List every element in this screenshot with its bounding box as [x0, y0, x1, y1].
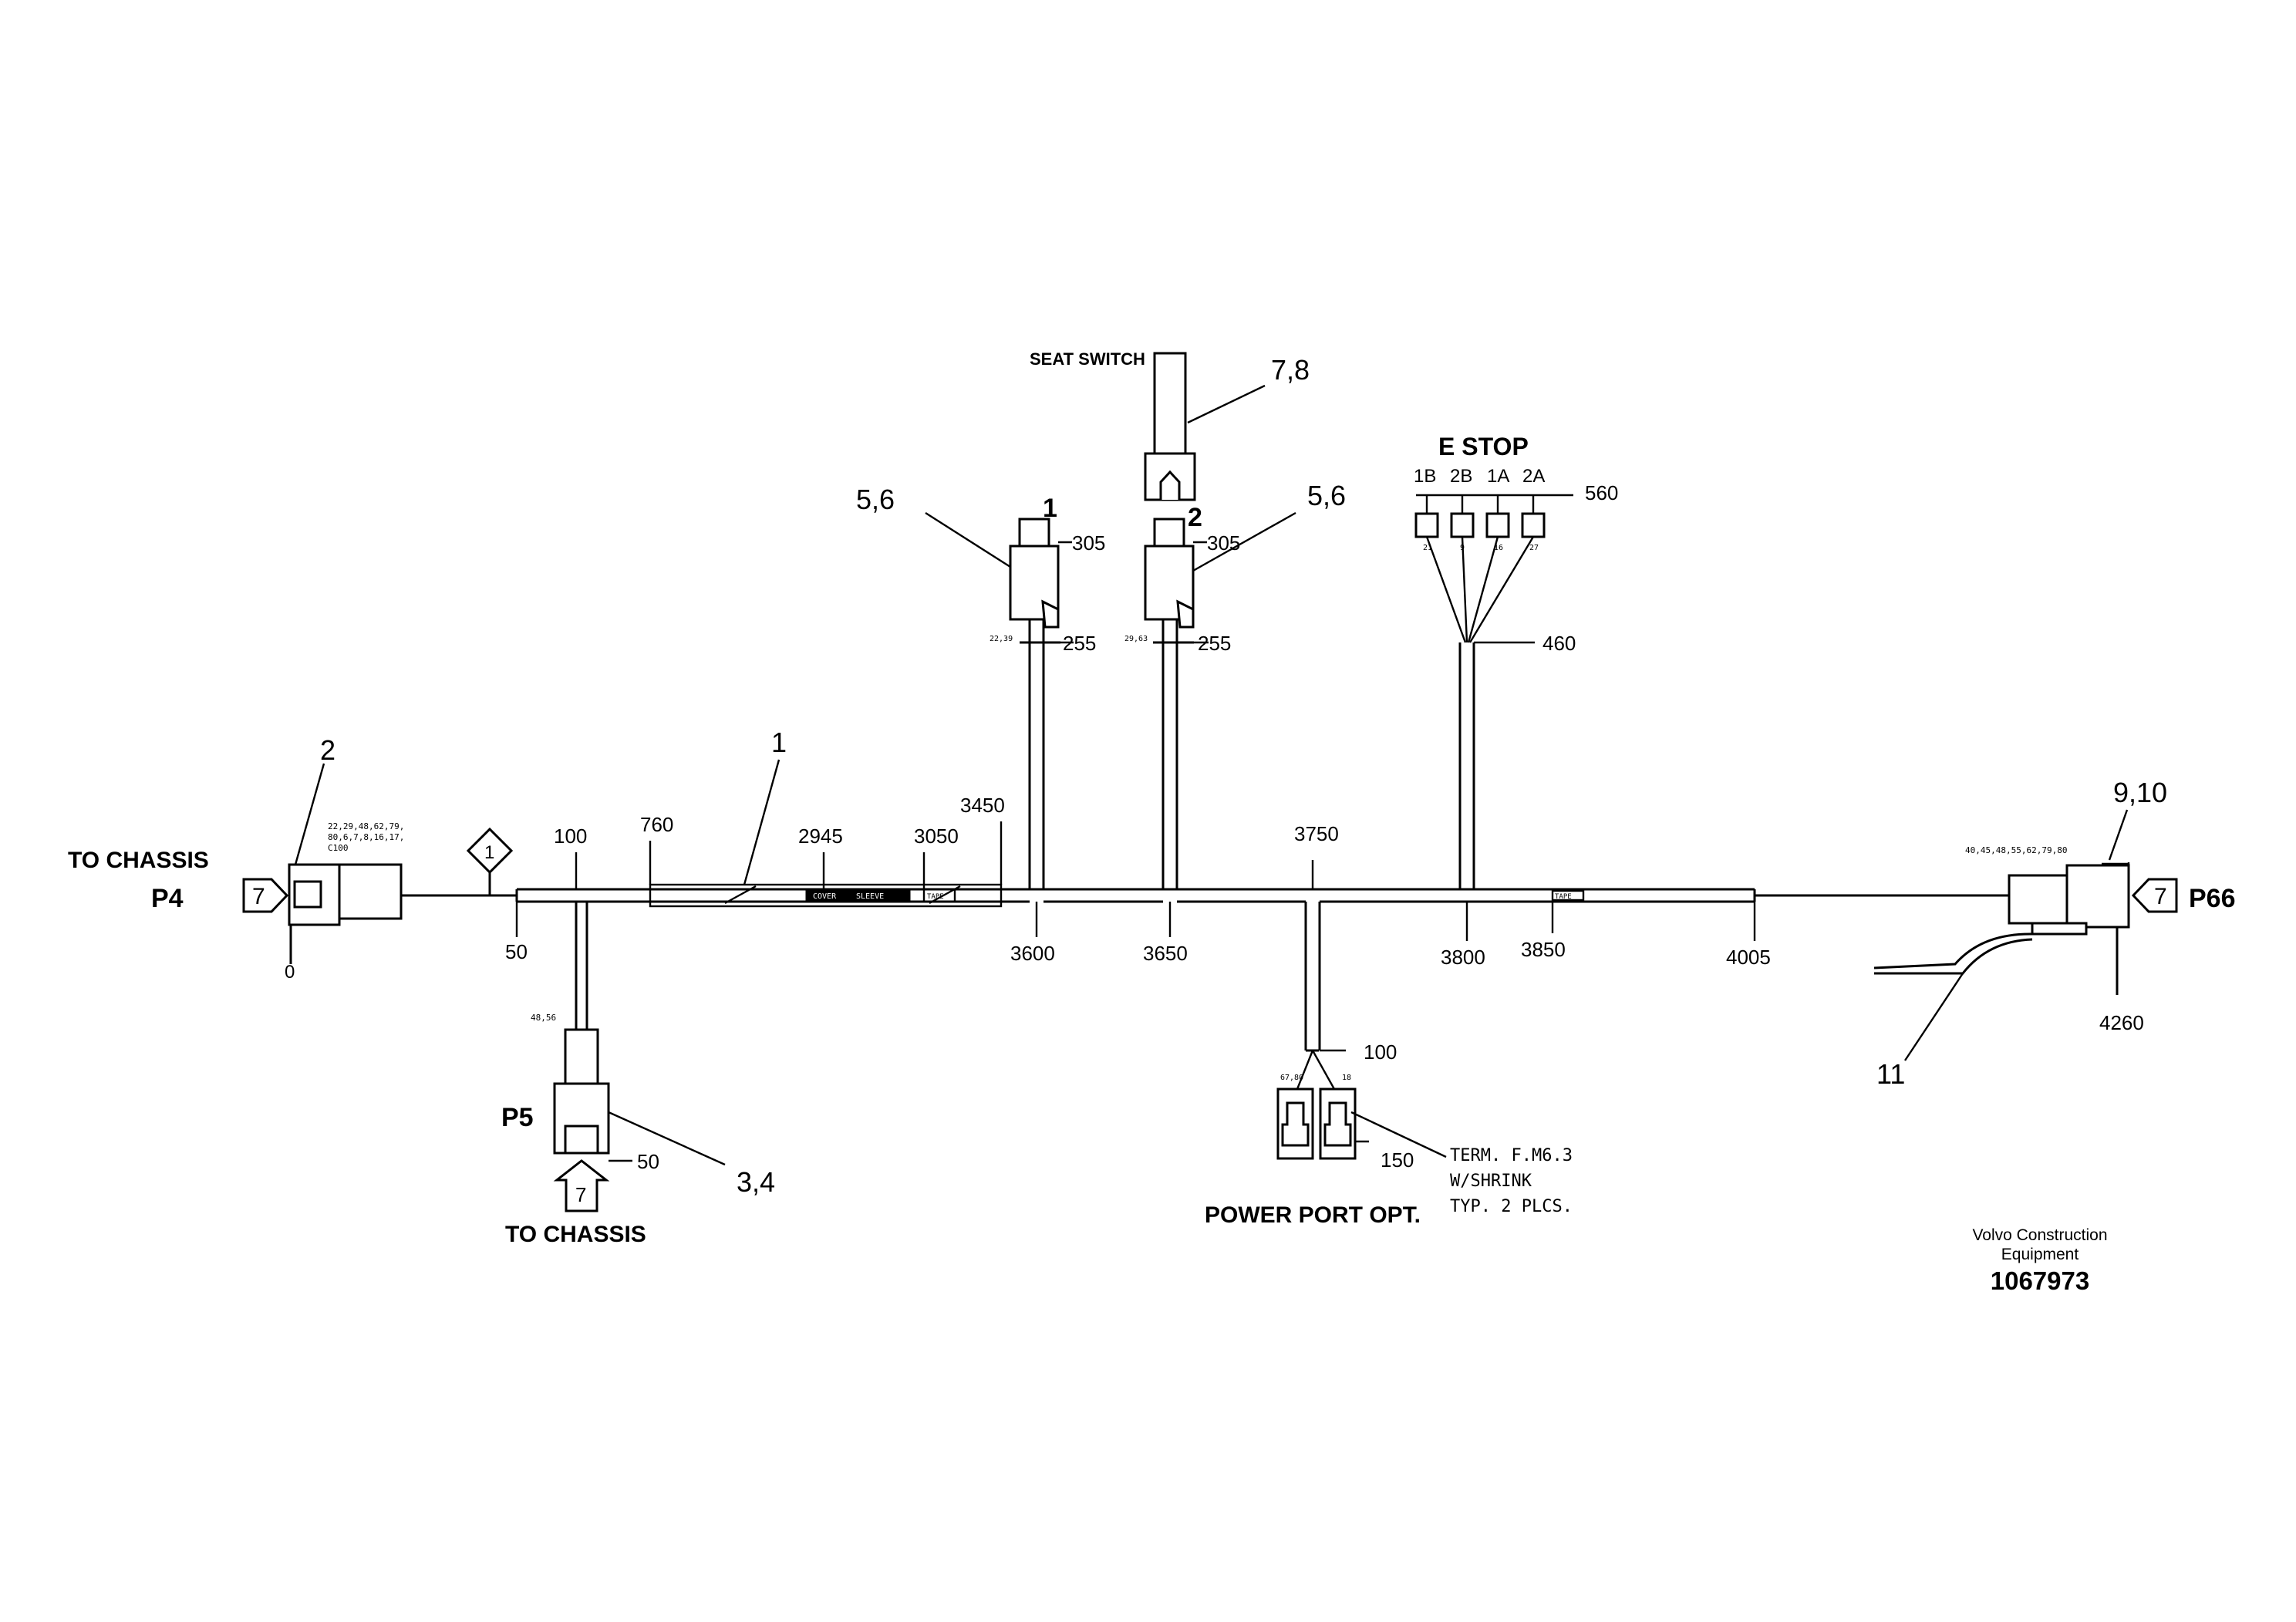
dim-460: 460	[1542, 632, 1576, 655]
switch-1-pin-note: 22,39	[990, 635, 1013, 643]
tag-label-a: COVER	[813, 892, 837, 901]
estop-pin-num-3: 16	[1494, 544, 1503, 552]
dim-255-b: 255	[1198, 632, 1231, 655]
tag-label-b: SLEEVE	[856, 892, 884, 901]
p5-arrow-icon	[553, 1159, 610, 1212]
callout-2: 2	[320, 734, 335, 766]
estop-pin-1a: 1A	[1487, 466, 1509, 487]
dim-4260: 4260	[2099, 1011, 2144, 1034]
switch-2-pin-note: 29,63	[1124, 635, 1148, 643]
dim-3600: 3600	[1010, 942, 1055, 965]
e-stop-label: E STOP	[1438, 433, 1529, 460]
term-note-line1: TERM. F.M6.3	[1450, 1146, 1573, 1165]
estop-pin-num-4: 27	[1529, 544, 1539, 552]
dim-50-p5: 50	[637, 1150, 659, 1173]
dim-3050: 3050	[914, 824, 959, 848]
company-line-2: Equipment	[2001, 1246, 2079, 1263]
dim-150: 150	[1381, 1148, 1414, 1172]
term-note-line2: W/SHRINK	[1450, 1172, 1532, 1191]
to-chassis-p4-label: TO CHASSIS	[68, 848, 209, 873]
power-port-pin-note-left: 67,80	[1280, 1074, 1303, 1082]
switch-1: 1 22,39	[990, 494, 1074, 644]
switch-2: 2 29,63	[1124, 503, 1209, 644]
p66-label: P66	[2189, 884, 2236, 913]
callout-11: 11	[1876, 1058, 1905, 1090]
callout-3-4: 3,4	[737, 1166, 775, 1198]
seat-switch-label: SEAT SWITCH	[1030, 349, 1145, 369]
p4-arrow-ref: 7	[252, 884, 265, 909]
harness-cover-sleeve: COVER SLEEVE TAPE TAPE	[649, 883, 1585, 908]
dim-0: 0	[285, 962, 295, 983]
p66-arrow-icon	[2131, 878, 2178, 913]
diamond-marker: 1	[466, 827, 514, 895]
dim-2945: 2945	[798, 824, 843, 848]
connector-p5: 7 48,56	[531, 1013, 632, 1212]
dim-3800: 3800	[1441, 946, 1485, 969]
part-number: 1067973	[1991, 1266, 2089, 1295]
main-harness-trunk	[401, 888, 2009, 903]
harness-branches	[575, 642, 1475, 1050]
dim-100: 100	[554, 824, 587, 848]
p4-pin-note-a: 22,29,48,62,79,	[328, 821, 404, 831]
tag-label-d: TAPE	[1555, 893, 1572, 901]
dim-3750: 3750	[1294, 822, 1339, 845]
term-note-line3: TYP. 2 PLCS.	[1450, 1197, 1573, 1216]
callout-5-6-left: 5,6	[856, 484, 895, 515]
p4-pin-note-b: 80,6,7,8,16,17,	[328, 832, 404, 842]
dim-560: 560	[1585, 481, 1618, 504]
p4-pin-note-c: C100	[328, 843, 349, 853]
power-port-label: POWER PORT OPT.	[1205, 1202, 1421, 1228]
p5-label: P5	[501, 1103, 534, 1132]
dim-4005: 4005	[1726, 946, 1771, 969]
dim-305-a: 305	[1072, 531, 1105, 555]
dim-100-power-port: 100	[1364, 1040, 1397, 1064]
power-port-pin-note-right: 18	[1342, 1074, 1351, 1082]
connector-p4: 7 22,29,48,62,79, 80,6,7,8,16,17, C100	[242, 821, 404, 964]
dim-50: 50	[505, 940, 528, 963]
p4-label: P4	[151, 884, 184, 913]
tag-label-c: TAPE	[927, 893, 944, 901]
p66-arrow-ref: 7	[2154, 884, 2167, 909]
connector-p66: 7 40,45,48,55,62,79,80	[1873, 809, 2178, 1061]
estop-pin-num-2: 9	[1460, 544, 1465, 552]
callout-5-6-right: 5,6	[1307, 480, 1346, 511]
callout-1: 1	[771, 727, 787, 758]
dim-255-a: 255	[1063, 632, 1096, 655]
callout-9-10: 9,10	[2113, 777, 2167, 808]
p5-arrow-ref: 7	[575, 1183, 586, 1206]
dim-305-b: 305	[1207, 531, 1240, 555]
e-stop-connector: 1B 2B 1A 2A 21 9 16 27	[1414, 466, 1573, 644]
p4-arrow-icon	[242, 878, 289, 913]
switch-1-ref: 1	[1043, 494, 1057, 523]
p66-pin-note: 40,45,48,55,62,79,80	[1965, 845, 2067, 855]
dim-760: 760	[640, 813, 673, 836]
estop-pin-2b: 2B	[1450, 466, 1472, 487]
seat-switch	[1144, 352, 1266, 501]
estop-pin-num-1: 21	[1423, 544, 1432, 552]
dim-3650: 3650	[1143, 942, 1188, 965]
dim-3450: 3450	[960, 794, 1005, 817]
estop-pin-1b: 1B	[1414, 466, 1436, 487]
estop-pin-2a: 2A	[1522, 466, 1545, 487]
dim-3850: 3850	[1521, 938, 1566, 961]
switch-2-ref: 2	[1188, 503, 1202, 532]
p5-pin-note: 48,56	[531, 1013, 556, 1023]
to-chassis-bottom-label: TO CHASSIS	[505, 1222, 646, 1247]
callout-7-8: 7,8	[1271, 354, 1310, 386]
power-port: 67,80 18	[1276, 1049, 1447, 1160]
dimension-markers	[515, 821, 1756, 941]
diamond-ref: 1	[484, 842, 494, 863]
company-line-1: Volvo Construction	[1972, 1226, 2107, 1244]
